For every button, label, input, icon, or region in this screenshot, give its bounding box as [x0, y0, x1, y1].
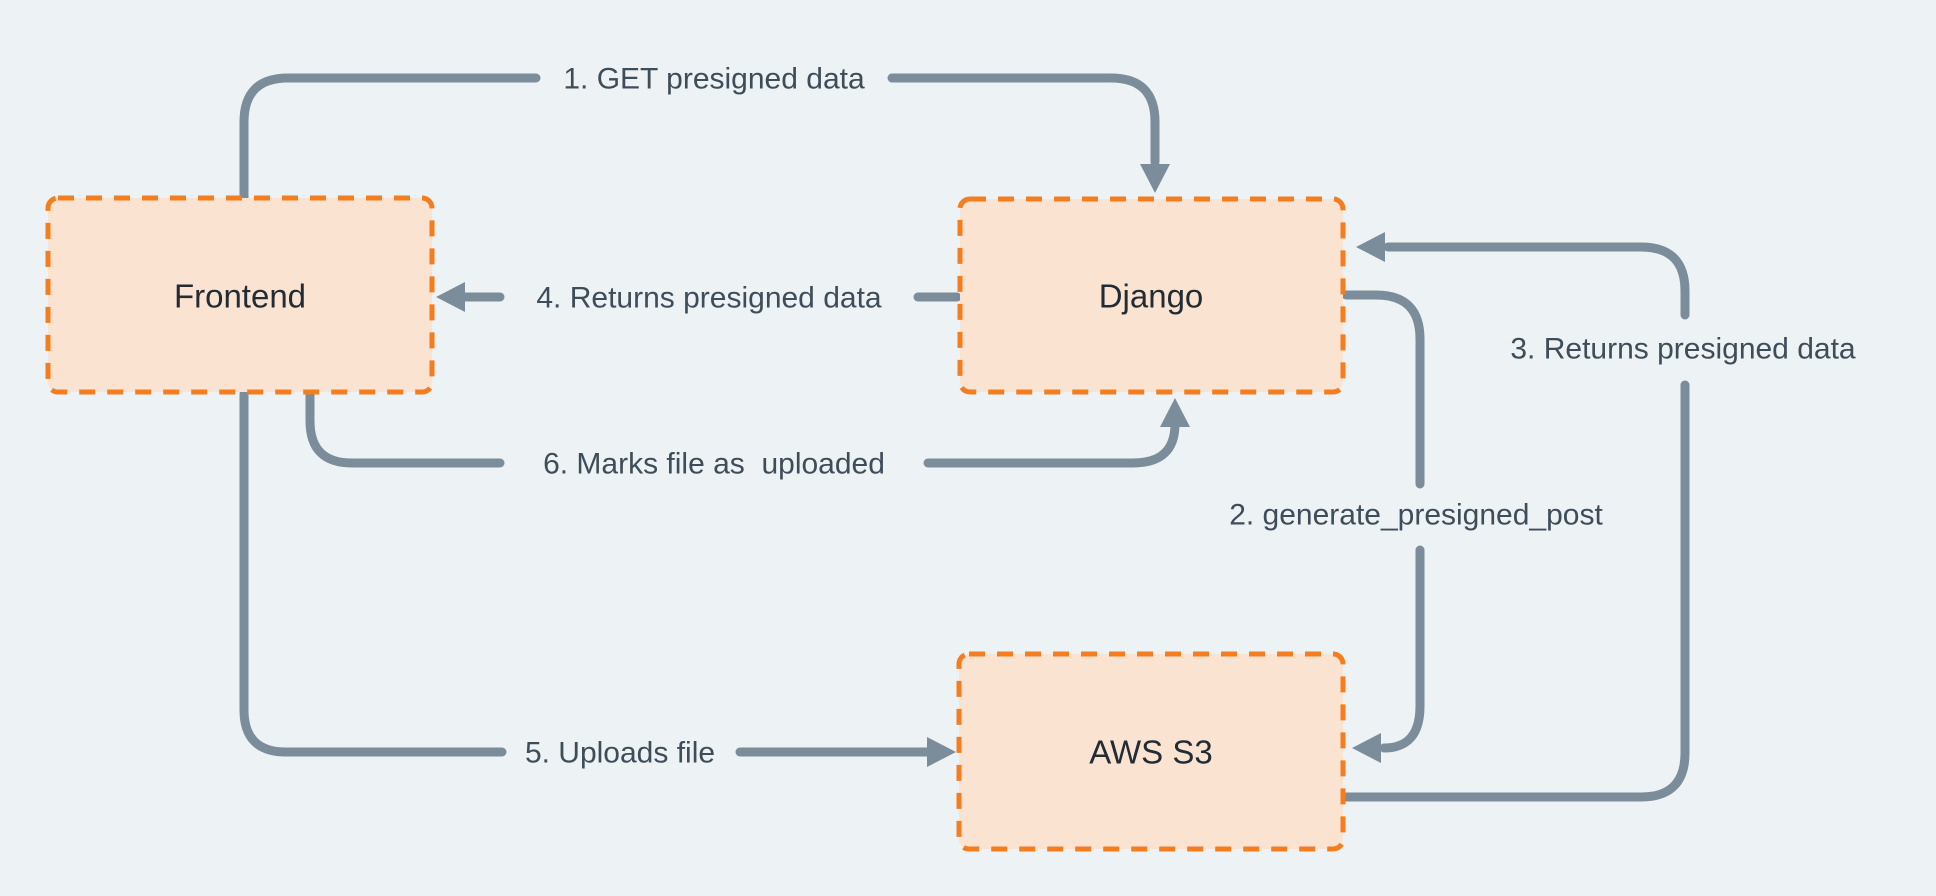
frontend-label: Frontend	[174, 278, 306, 315]
edge-marks-uploaded: 6. Marks file as uploaded	[305, 390, 1190, 481]
aws-s3-label: AWS S3	[1089, 734, 1212, 771]
arrowhead-down-icon	[1140, 164, 1170, 193]
arrowhead-up-icon	[1160, 398, 1190, 427]
node-aws-s3: AWS S3	[956, 651, 1346, 852]
edge-line	[239, 73, 541, 203]
aws-s3-box	[956, 651, 1346, 852]
edge-get-presigned: 1. GET presigned data	[239, 63, 1170, 203]
edge-label-uploads-file: 5. Uploads file	[525, 737, 715, 770]
edge-line	[923, 419, 1180, 468]
arrowhead-left-icon	[436, 282, 465, 312]
node-frontend: Frontend	[45, 195, 435, 395]
edge-line	[305, 390, 505, 468]
arrowhead-left-icon	[1352, 733, 1381, 763]
edge-line	[887, 73, 1160, 167]
edge-uploads-file: 5. Uploads file	[239, 389, 956, 770]
edge-label-marks-uploaded: 6. Marks file as uploaded	[543, 448, 885, 481]
edge-returns-presigned-to-django: 3. Returns presigned data	[1341, 232, 1856, 802]
edge-returns-presigned-to-frontend: 4. Returns presigned data	[436, 282, 962, 315]
django-box	[957, 196, 1346, 395]
edge-line	[239, 389, 507, 757]
edge-line	[1379, 545, 1425, 753]
edge-label-returns-presigned-to-frontend: 4. Returns presigned data	[536, 282, 882, 315]
edge-label-generate-presigned-post: 2. generate_presigned_post	[1229, 499, 1603, 532]
django-label: Django	[1099, 278, 1204, 315]
edge-label-returns-presigned-to-django: 3. Returns presigned data	[1510, 333, 1856, 366]
frontend-box	[45, 195, 435, 395]
arrowhead-right-icon	[927, 737, 956, 767]
arrowhead-left-icon	[1356, 232, 1385, 262]
node-django: Django	[957, 196, 1346, 395]
edge-line	[1341, 380, 1690, 802]
edge-generate-presigned-post: 2. generate_presigned_post	[1229, 290, 1603, 763]
edge-label-get-presigned: 1. GET presigned data	[563, 63, 865, 96]
edge-line	[1383, 242, 1690, 320]
edge-line	[1341, 290, 1425, 489]
